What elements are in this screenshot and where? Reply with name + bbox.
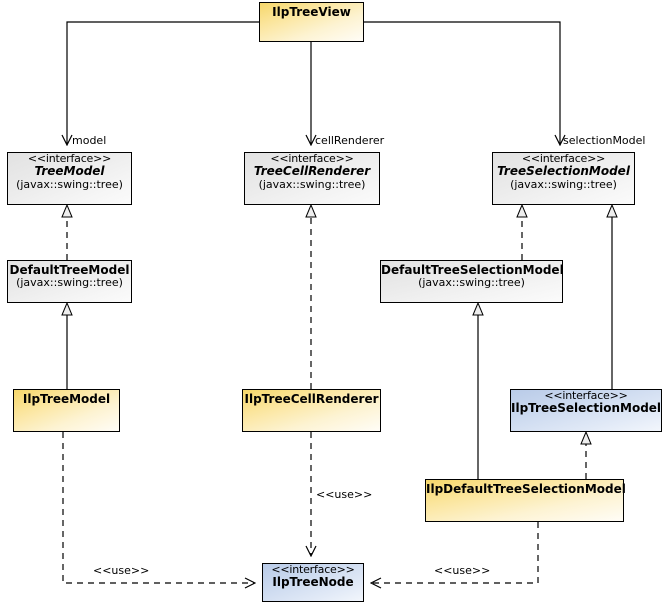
stereotype-label: <<interface>> <box>271 563 355 576</box>
stereotype-label: <<interface>> <box>521 152 606 165</box>
package-label: (javax::swing::tree) <box>510 177 617 191</box>
association-role-label-model: model <box>72 134 107 147</box>
class-name: IlpTreeModel <box>22 392 111 406</box>
class-name: DefaultTreeSelectionModel <box>381 263 564 277</box>
dependency-label-use-model: <<use>> <box>93 564 150 577</box>
edge-ilptreemodel-ilptreenode-use <box>62 432 254 583</box>
interface-box-treecellrenderer[interactable]: <<interface>> TreeCellRenderer (javax::s… <box>244 152 380 205</box>
class-name: IlpTreeView <box>272 5 351 19</box>
interface-box-treemodel[interactable]: <<interface>> TreeModel (javax::swing::t… <box>7 152 132 205</box>
association-role-label-selectionmodel: selectionModel <box>563 134 646 147</box>
package-label: (javax::swing::tree) <box>16 177 123 191</box>
package-label: (javax::swing::tree) <box>16 276 123 290</box>
dependency-label-use-renderer: <<use>> <box>316 488 373 501</box>
stereotype-label: <<interface>> <box>270 152 354 165</box>
edge-ilptreeview-treeselectionmodel <box>364 21 560 144</box>
edge-ilptreeview-treemodel <box>67 21 259 144</box>
class-name: IlpDefaultTreeSelectionModel <box>426 482 626 496</box>
dependency-label-use-selection: <<use>> <box>434 564 491 577</box>
interface-box-treeselectionmodel[interactable]: <<interface>> TreeSelectionModel (javax:… <box>492 152 635 205</box>
stereotype-label: <<interface>> <box>544 389 628 402</box>
stereotype-label: <<interface>> <box>27 152 112 165</box>
class-box-defaulttreemodel[interactable]: DefaultTreeModel (javax::swing::tree) <box>7 260 132 303</box>
package-label: (javax::swing::tree) <box>418 276 525 290</box>
class-box-ilptreemodel[interactable]: IlpTreeModel <box>13 389 120 432</box>
class-box-defaulttreeselectionmodel[interactable]: DefaultTreeSelectionModel (javax::swing:… <box>380 260 564 303</box>
class-box-ilptreeview[interactable]: IlpTreeView <box>259 2 364 42</box>
interface-box-ilptreenode[interactable]: <<interface>> IlpTreeNode <box>262 563 364 602</box>
class-name: IlpTreeCellRenderer <box>244 392 379 406</box>
class-name: TreeSelectionModel <box>497 164 630 179</box>
package-label: (javax::swing::tree) <box>258 177 366 191</box>
class-name: DefaultTreeModel <box>9 263 130 277</box>
class-box-ilpdefaulttreeselectionmodel[interactable]: IlpDefaultTreeSelectionModel <box>425 479 626 522</box>
class-name: TreeCellRenderer <box>253 164 371 179</box>
association-role-label-cellrenderer: cellRenderer <box>315 134 385 147</box>
class-name: IlpTreeSelectionModel <box>511 401 662 416</box>
interface-box-ilptreeselectionmodel[interactable]: <<interface>> IlpTreeSelectionModel <box>510 389 662 432</box>
class-box-ilptreecellrenderer[interactable]: IlpTreeCellRenderer <box>242 389 381 432</box>
class-name: TreeModel <box>34 164 105 179</box>
class-name: IlpTreeNode <box>272 575 354 590</box>
